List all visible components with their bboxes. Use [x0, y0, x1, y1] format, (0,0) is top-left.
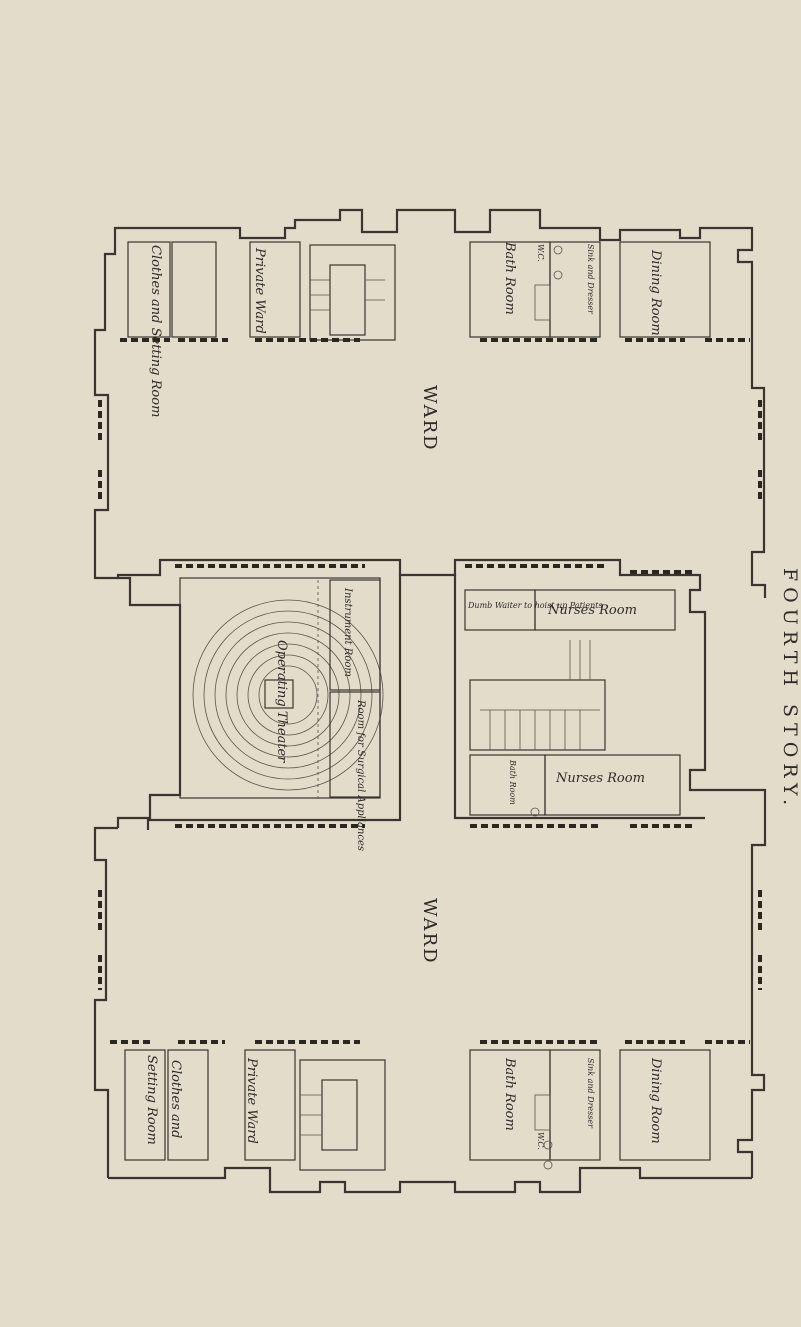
label-clothes-setting-top: Clothes and Setting Room: [148, 245, 163, 417]
label-private-ward-bottom: Private Ward: [244, 1057, 259, 1144]
label-operating-theater: Operating Theater: [274, 640, 289, 763]
label-nurses-upper: Nurses Room: [547, 603, 637, 618]
lower-rooms: [124, 1049, 711, 1171]
upper-rooms: [127, 241, 711, 341]
label-nurses-lower: Nurses Room: [555, 771, 645, 786]
story-title: FOURTH STORY.: [779, 568, 801, 811]
label-ward-upper: WARD: [419, 385, 440, 452]
outer-walls: [93, 208, 767, 1194]
label-wc-top: W.C.: [536, 244, 545, 262]
label-instrument-room: Instrument Room: [342, 587, 353, 677]
label-wc-bottom: W.C.: [536, 1132, 545, 1150]
label-bath-top: Bath Room: [502, 241, 517, 315]
label-dumb-waiter: Dumb Waiter to hoist up Patients: [467, 601, 603, 610]
label-bath-mid: Bath Room: [508, 759, 517, 805]
label-ward-lower: WARD: [419, 898, 440, 965]
label-room-surgical: Room for Surgical Appliances: [355, 699, 366, 851]
label-private-ward-top: Private Ward: [252, 247, 267, 334]
label-dining-bottom: Dining Room: [648, 1057, 663, 1144]
label-setting-bottom: Setting Room: [144, 1055, 159, 1145]
label-sink-bottom: Sink and Dresser: [586, 1058, 595, 1129]
label-dining-top: Dining Room: [648, 249, 663, 336]
room-labels: Clothes and Setting Room Private Ward Ba…: [144, 241, 663, 1150]
label-bath-bottom: Bath Room: [502, 1057, 517, 1131]
label-clothes-bottom: Clothes and: [168, 1060, 183, 1138]
label-sink-top: Sink and Dresser: [586, 244, 595, 315]
middle-right-rooms: [464, 589, 681, 817]
windows: [98, 338, 762, 1044]
operating-theater-drawing: [179, 577, 384, 800]
